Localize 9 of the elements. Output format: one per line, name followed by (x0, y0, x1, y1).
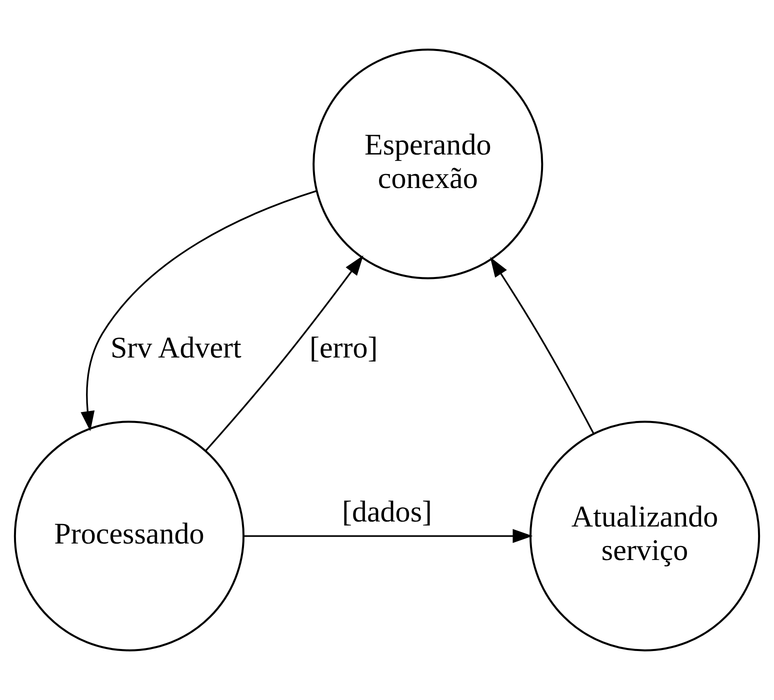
arrow (205, 255, 364, 452)
edge-label: [dados] (342, 496, 432, 529)
edge-label: [erro] (309, 331, 378, 364)
node-circle: Atualizando serviço (530, 420, 760, 652)
arrow (490, 256, 594, 434)
arrow (80, 190, 317, 432)
node-circle: Processando (14, 420, 244, 652)
arrow (244, 529, 533, 544)
edge-label: Srv Advert (110, 331, 242, 364)
